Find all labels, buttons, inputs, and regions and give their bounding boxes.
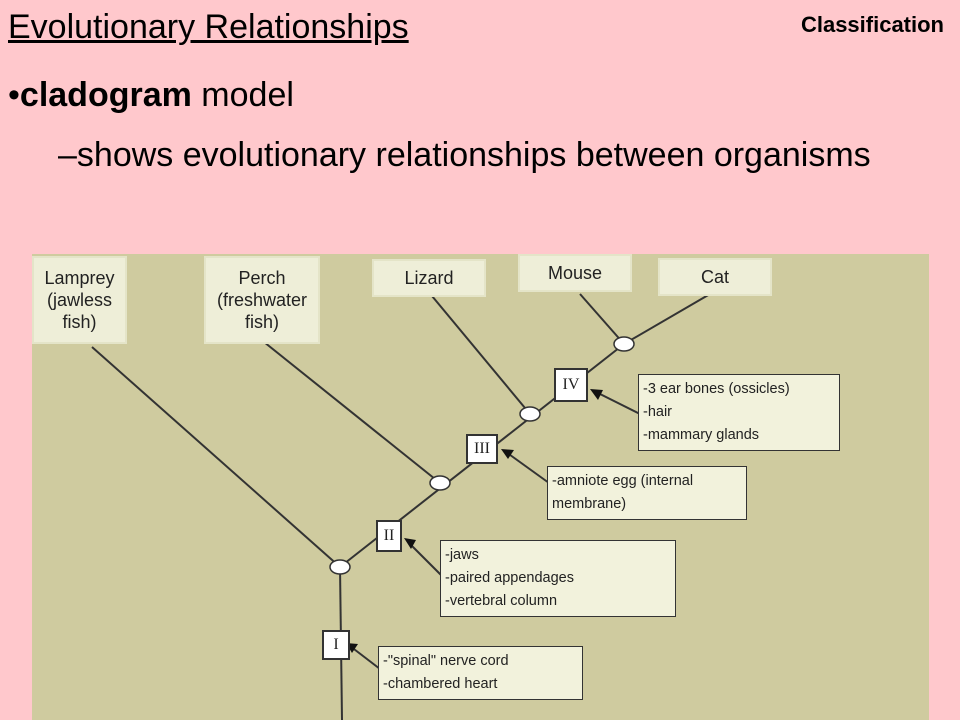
traits-box-2: -jaws -paired appendages -vertebral colu…	[440, 540, 676, 617]
character-numeral-1: I	[322, 630, 350, 660]
traits-box-4: -3 ear bones (ossicles) -hair -mammary g…	[638, 374, 840, 451]
taxon-cat: Cat	[658, 258, 772, 296]
arrow-line-3	[505, 451, 550, 484]
trait-item: -hair	[643, 404, 673, 420]
arrow-head-2	[404, 538, 416, 549]
node-1	[329, 559, 351, 575]
node-3	[519, 406, 541, 422]
trait-item: membrane)	[552, 496, 627, 512]
trait-item: -jaws	[445, 547, 479, 563]
character-numeral-3: III	[466, 434, 498, 464]
traits-box-1: -"spinal" nerve cord -chambered heart	[378, 646, 583, 700]
bullet-rest: model	[191, 76, 294, 114]
arrow-line-4	[595, 391, 641, 415]
trait-item: -amniote egg (internal	[552, 473, 694, 489]
trait-item: -3 ear bones (ossicles)	[643, 381, 790, 397]
bullet-cladogram: •cladogram model	[8, 76, 294, 114]
taxon-lizard: Lizard	[372, 259, 486, 297]
arrow-line-2	[407, 541, 443, 577]
taxon-perch: Perch (freshwater fish)	[204, 256, 320, 344]
arrow-head-3	[501, 449, 514, 459]
taxon-mouse: Mouse	[518, 254, 632, 292]
branch-lamprey	[91, 346, 341, 568]
character-numeral-4: IV	[554, 368, 588, 402]
trait-item: -"spinal" nerve cord	[383, 653, 509, 669]
arrow-line-1	[349, 645, 381, 670]
bullet-bold-term: cladogram	[19, 76, 192, 114]
branch-lizard	[431, 295, 531, 415]
trait-item: -chambered heart	[383, 676, 498, 692]
traits-box-3: -amniote egg (internal membrane)	[547, 466, 747, 520]
branch-cat	[623, 293, 711, 345]
arrow-head-4	[590, 389, 603, 400]
branch-perch	[263, 341, 441, 484]
node-2	[429, 475, 451, 491]
character-numeral-2: II	[376, 520, 402, 552]
taxon-lamprey: Lamprey (jawless fish)	[32, 256, 127, 344]
trait-item: -vertebral column	[445, 593, 558, 609]
node-4	[613, 336, 635, 352]
section-tag: Classification	[800, 12, 944, 37]
cladogram-diagram: Lamprey (jawless fish) Perch (freshwater…	[32, 254, 929, 720]
trait-item: -paired appendages	[445, 570, 574, 586]
sub-bullet: –shows evolutionary relationships betwee…	[58, 136, 871, 174]
branch-mouse	[579, 293, 625, 345]
slide-title: Evolutionary Relationships	[8, 8, 409, 46]
trait-item: -mammary glands	[643, 427, 760, 443]
